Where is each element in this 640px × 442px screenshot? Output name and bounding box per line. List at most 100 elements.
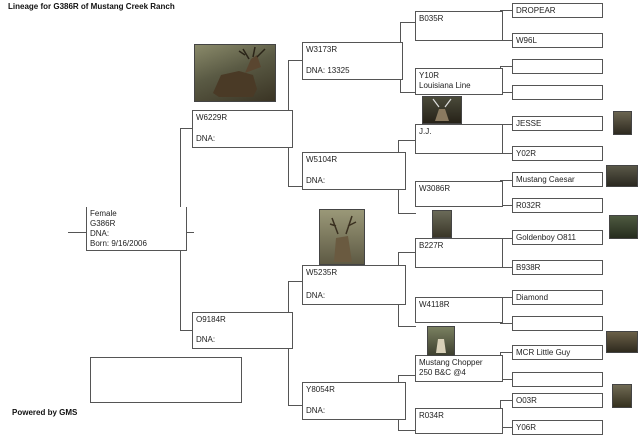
- dam-box[interactable]: O9184R DNA:: [192, 312, 293, 349]
- great-grandparent-id: B227R: [419, 241, 444, 250]
- connector-line: [500, 379, 512, 380]
- great-grandparent-box-8[interactable]: R034R: [415, 408, 503, 434]
- connector-line: [500, 297, 512, 298]
- ggg-box-11[interactable]: Diamond: [512, 290, 603, 305]
- great-grandparent-note: Louisiana Line: [419, 81, 471, 90]
- connector-line: [500, 323, 512, 324]
- ggg-box-12[interactable]: [512, 316, 603, 331]
- connector-line: [288, 405, 303, 406]
- connector-line: [500, 400, 512, 401]
- grandparent-dna: DNA:: [306, 406, 326, 415]
- ggg-box-16[interactable]: Y06R: [512, 420, 603, 435]
- grandparent-box-4[interactable]: Y8054R DNA:: [302, 382, 406, 420]
- great-grandparent-box-6[interactable]: W4118R: [415, 297, 503, 323]
- connector-line: [180, 128, 194, 129]
- ggg-name: MCR Little Guy: [516, 348, 571, 357]
- ggg-name: R032R: [516, 201, 541, 210]
- great-grandparent-id: W3086R: [419, 184, 451, 193]
- great-grandparent-box-5[interactable]: B227R: [415, 238, 503, 268]
- connector-line: [288, 281, 303, 282]
- grandparent-id: W5104R: [306, 155, 338, 164]
- connector-line: [288, 186, 303, 187]
- ggg-name: O03R: [516, 396, 537, 405]
- ggg-box-13[interactable]: MCR Little Guy: [512, 345, 603, 360]
- sire-box[interactable]: W6229R DNA:: [192, 110, 293, 148]
- ggg-box-3[interactable]: [512, 59, 603, 74]
- dam-id: O9184R: [196, 315, 226, 324]
- deer-photo[interactable]: [432, 210, 452, 238]
- ggg-box-10[interactable]: B938R: [512, 260, 603, 275]
- connector-line: [398, 326, 416, 327]
- ggg-box-4[interactable]: [512, 85, 603, 100]
- ggg-name: Mustang Caesar: [516, 175, 575, 184]
- ggg-name: Y06R: [516, 423, 537, 432]
- connector-line: [500, 40, 512, 41]
- ggg-box-8[interactable]: R032R: [512, 198, 603, 213]
- great-grandparent-note: 250 B&C @4: [419, 368, 466, 377]
- ggg-box-14[interactable]: [512, 372, 603, 387]
- connector-line: [186, 232, 194, 233]
- great-grandparent-id: Mustang Chopper: [419, 358, 483, 367]
- great-grandparent-box-4[interactable]: W3086R: [415, 181, 503, 207]
- grandparent-dna: DNA: 13325: [306, 66, 350, 75]
- deer-photo[interactable]: [613, 111, 632, 135]
- connector-line: [500, 124, 512, 125]
- ggg-box-1[interactable]: DROPEAR: [512, 3, 603, 18]
- deer-photo[interactable]: [612, 384, 632, 408]
- connector-line: [68, 232, 88, 233]
- great-grandparent-box-1[interactable]: B035R: [415, 11, 503, 41]
- ggg-box-7[interactable]: Mustang Caesar: [512, 172, 603, 187]
- connector-line: [500, 10, 512, 11]
- ggg-box-9[interactable]: Goldenboy O811: [512, 230, 603, 245]
- grandparent-id: W3173R: [306, 45, 338, 54]
- subject-born: Born: 9/16/2006: [90, 239, 147, 248]
- subject-box[interactable]: Female G386R DNA: Born: 9/16/2006: [86, 207, 187, 251]
- connector-line: [500, 352, 512, 353]
- connector-line: [180, 330, 194, 331]
- grandparent-box-2[interactable]: W5104R DNA:: [302, 152, 406, 190]
- subject-id: G386R: [90, 219, 116, 228]
- ggg-box-2[interactable]: W96L: [512, 33, 603, 48]
- connector-line: [500, 66, 512, 67]
- sire-dna: DNA:: [196, 134, 216, 143]
- great-grandparent-box-3[interactable]: J.J.: [415, 124, 503, 154]
- ggg-name: Diamond: [516, 293, 549, 302]
- subject-dna: DNA:: [90, 229, 110, 238]
- connector-line: [500, 205, 512, 206]
- ggg-name: Goldenboy O811: [516, 233, 576, 242]
- ggg-name: Y02R: [516, 149, 537, 158]
- connector-line: [398, 140, 416, 141]
- grandparent-id: W5235R: [306, 268, 338, 277]
- great-grandparent-box-2[interactable]: Y10R Louisiana Line: [415, 68, 503, 95]
- connector-line: [500, 267, 512, 268]
- deer-photo[interactable]: [422, 96, 462, 124]
- deer-photo[interactable]: [427, 326, 455, 356]
- ggg-name: JESSE: [516, 119, 542, 128]
- deer-photo[interactable]: [319, 209, 365, 265]
- deer-photo[interactable]: [606, 331, 638, 353]
- subject-label: Female: [90, 209, 117, 218]
- page-title: Lineage for G386R of Mustang Creek Ranch: [8, 2, 175, 11]
- connector-line: [400, 92, 416, 93]
- deer-photo[interactable]: [606, 165, 638, 187]
- deer-photo[interactable]: [194, 44, 276, 102]
- great-grandparent-id: B035R: [419, 14, 444, 23]
- grandparent-box-1[interactable]: W3173R DNA: 13325: [302, 42, 403, 80]
- ggg-box-5[interactable]: JESSE: [512, 116, 603, 131]
- connector-line: [398, 213, 416, 214]
- powered-by-label: Powered by GMS: [12, 408, 78, 417]
- connector-line: [398, 375, 416, 376]
- notes-box[interactable]: [90, 357, 242, 403]
- ggg-box-6[interactable]: Y02R: [512, 146, 603, 161]
- connector-line: [500, 180, 512, 181]
- connector-line: [500, 427, 512, 428]
- deer-photo[interactable]: [609, 215, 638, 239]
- grandparent-box-3[interactable]: W5235R DNA:: [302, 265, 406, 305]
- grandparent-id: Y8054R: [306, 385, 335, 394]
- connector-line: [398, 430, 416, 431]
- deer-silhouette-icon: [213, 46, 266, 97]
- ggg-box-15[interactable]: O03R: [512, 393, 603, 408]
- great-grandparent-box-7[interactable]: Mustang Chopper 250 B&C @4: [415, 355, 503, 382]
- ggg-name: B938R: [516, 263, 541, 272]
- deer-silhouette-icon: [432, 98, 452, 121]
